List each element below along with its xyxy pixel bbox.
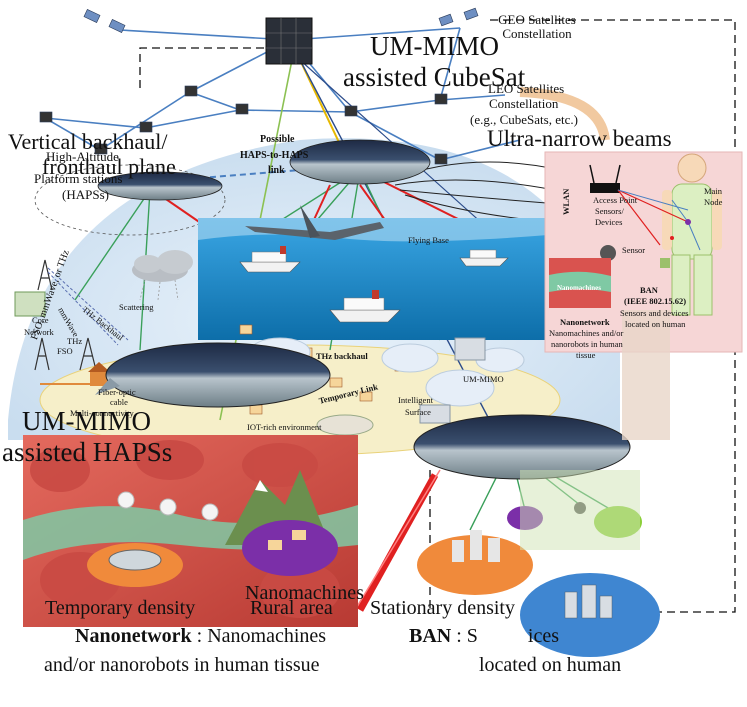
geo-text: GEO Satellites Constellation <box>498 12 576 41</box>
fso-label: FSO <box>57 346 73 356</box>
rural-area-region <box>242 520 338 576</box>
access-point-label-3: Devices <box>595 217 623 227</box>
um-mimo-cubesat-title-2: assisted CubeSat <box>343 62 526 92</box>
vertical-backhaul-label-2: fronthaul plane <box>42 154 176 179</box>
satellite-icon <box>39 7 479 165</box>
arrow-icon <box>519 87 610 141</box>
cubesat-icon <box>265 17 313 65</box>
main-node-label-1: Main <box>704 186 722 196</box>
rural-area-label: Rural area <box>250 597 333 619</box>
stationary-density-region <box>417 535 533 595</box>
core-network-label-1: Core <box>32 315 49 325</box>
tower-icon <box>34 259 97 371</box>
drone-icon <box>245 205 384 240</box>
main-node-label-2: Node <box>704 197 723 207</box>
access-point-label-1: Access Point <box>593 195 638 205</box>
intelligent-surface-icon <box>419 404 451 424</box>
iot-label: IOT-rich environment <box>247 422 322 432</box>
hospital-icon <box>454 337 486 361</box>
house-icon <box>88 362 110 386</box>
thz-label: THz <box>67 336 83 346</box>
um-mimo-small-label: UM-MIMO <box>463 374 504 384</box>
ban-small-title: BAN <box>640 285 658 295</box>
intelligent-surface-label-2: Surface <box>405 407 431 417</box>
haps-label-3: (HAPSs) <box>62 187 109 202</box>
thick-red-link <box>356 473 439 612</box>
temporary-density-label: Temporary density <box>45 597 196 619</box>
possible-link-label-3: link <box>268 165 285 176</box>
ban-small-std: (IEEE 802.15.62) <box>624 296 687 306</box>
nanonet-small-line-2: nanorobots in human <box>551 339 623 349</box>
stadium-icon <box>316 414 374 436</box>
possible-link-label-1: Possible <box>260 134 295 145</box>
ban-small-line-2: located on human <box>625 319 686 329</box>
core-network-icon <box>14 291 46 317</box>
human-icon <box>662 153 722 316</box>
geo-label: GEO Satellites Constellation <box>497 13 577 40</box>
nanomachines-small-label: Nanomachines <box>557 284 601 292</box>
ban-bottom-line-2: located on human <box>479 654 622 676</box>
multi-connectivity-label: Multi-connectivity <box>70 408 134 418</box>
nanonet-small-line-3: tissue <box>576 350 596 360</box>
haps-airship-icon <box>413 414 631 480</box>
leo-label-3: (e.g., CubeSats, etc.) <box>470 112 578 127</box>
fiber-label-2: cable <box>110 397 128 407</box>
haps-airship-icon <box>97 171 223 201</box>
possible-link-label-2: HAPS-to-HAPS <box>240 150 309 161</box>
ship-icon <box>329 290 401 323</box>
core-network-label-2: Network <box>24 327 54 337</box>
leo-label-2: Constellation <box>489 96 559 111</box>
sensor-label: Sensor <box>622 245 646 255</box>
ship-icon <box>459 249 509 267</box>
ultra-narrow-beams-label: Ultra-narrow beams <box>487 126 672 151</box>
ship-icon <box>239 246 301 273</box>
haps-label-1: High-Altitude <box>46 149 119 164</box>
ban-bottom-title: BAN <box>409 625 452 647</box>
nano-bottom-line-2: and/or nanorobots in human tissue <box>44 654 320 676</box>
ban-bottom-line-1: BAN : S ices <box>409 626 559 647</box>
um-mimo-cubesat-title-1: UM-MIMO <box>370 31 500 61</box>
cloud-icon <box>132 250 193 301</box>
access-point-label-2: Sensors/ <box>595 206 624 216</box>
leo-links <box>44 27 521 161</box>
intelligent-surface-label-1: Intelligent <box>398 395 433 405</box>
um-mimo-haps-title-1: UM-MIMO <box>22 406 152 436</box>
fiber-label-1: Fiber-optic <box>98 387 136 397</box>
ban-small-line-1: Sensors and devices <box>620 308 689 318</box>
nanonet-small-title: Nanonetwork <box>560 317 610 327</box>
flying-base-label: Flying Base <box>408 235 449 245</box>
scattering-label: Scattering <box>119 302 154 312</box>
thz-backhaul-label: THz backhaul <box>316 351 368 361</box>
leo-label-1: LEO Satellites <box>488 81 565 96</box>
wlan-label: WLAN <box>561 188 571 215</box>
haps-airship-icon <box>289 139 431 185</box>
haps-label-2: Platform stations <box>34 171 123 186</box>
nano-bottom-title: Nanonetwork <box>75 625 192 647</box>
vertical-backhaul-label-1: Vertical backhaul/ <box>8 129 168 154</box>
ban-bottom-rest: : S ices <box>456 625 560 647</box>
nanomachines-big-label: Nanomachines <box>245 582 364 604</box>
router-icon <box>589 164 621 193</box>
nano-bottom-line-1: Nanonetwork : Nanomachines <box>75 626 326 647</box>
nano-bottom-rest: : Nanomachines <box>196 625 327 647</box>
haps-airship-icon <box>95 342 331 408</box>
um-mimo-haps-title-2: assisted HAPSs <box>2 437 173 467</box>
stationary-density-label: Stationary density <box>370 597 515 619</box>
nanonet-small-line-1: Nanomachines and/or <box>549 328 624 338</box>
